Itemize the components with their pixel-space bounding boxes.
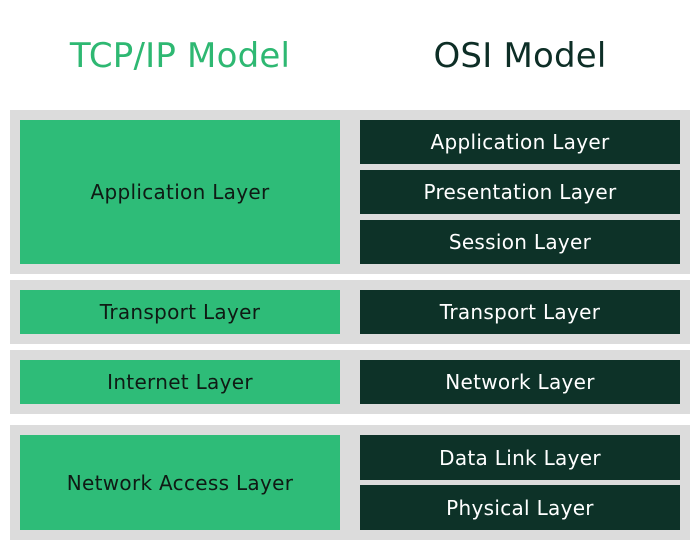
osi-presentation-layer: Presentation Layer	[360, 170, 680, 214]
tcp-ip-model-heading: TCP/IP Model	[69, 36, 291, 76]
osi-physical-layer: Physical Layer	[360, 485, 680, 530]
tcp-application-layer: Application Layer	[20, 120, 340, 264]
osi-data-link-layer: Data Link Layer	[360, 435, 680, 480]
osi-transport-layer: Transport Layer	[360, 290, 680, 334]
osi-application-layer: Application Layer	[360, 120, 680, 164]
osi-session-layer: Session Layer	[360, 220, 680, 264]
tcp-transport-layer: Transport Layer	[20, 290, 340, 334]
osi-network-layer: Network Layer	[360, 360, 680, 404]
osi-model-heading: OSI Model	[433, 36, 607, 76]
tcp-internet-layer: Internet Layer	[20, 360, 340, 404]
tcp-network-access-layer: Network Access Layer	[20, 435, 340, 530]
